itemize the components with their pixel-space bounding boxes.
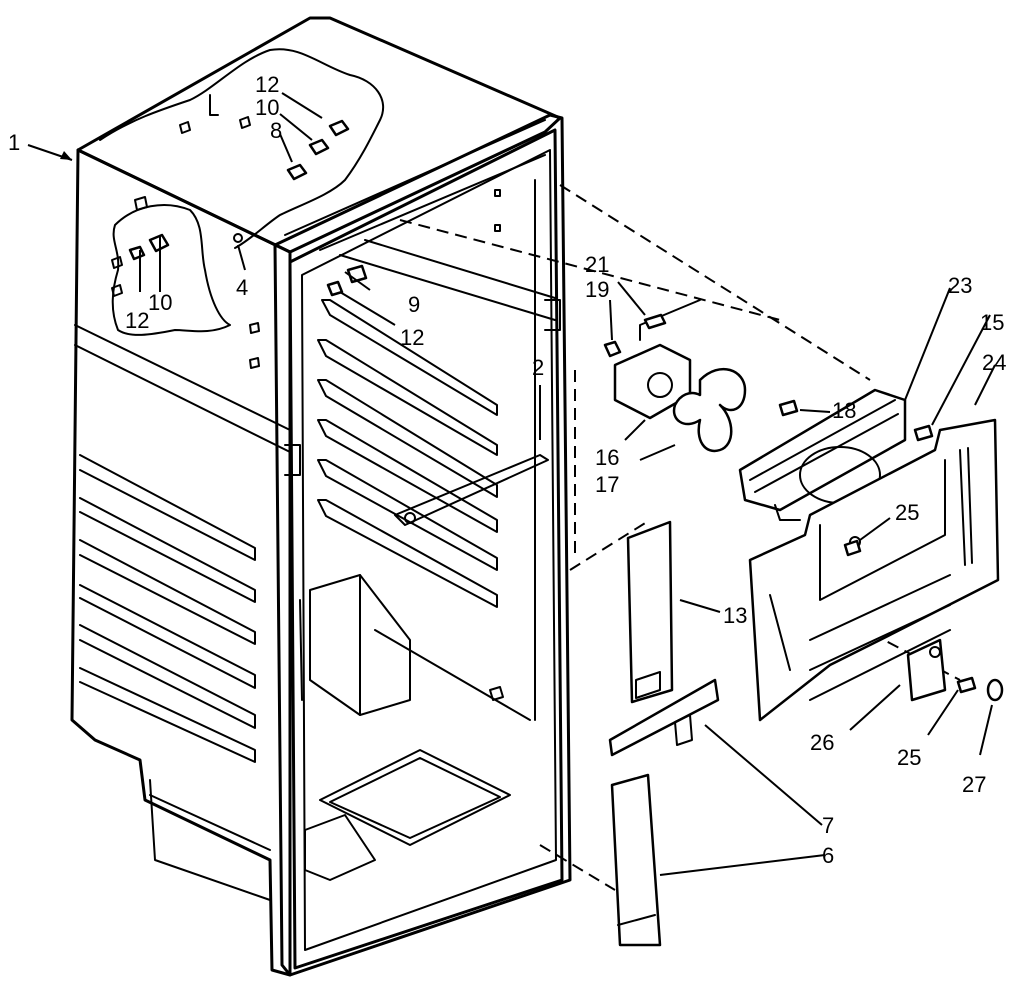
callout-labels: 1 12 10 8 10 12 4 9 12 2 21 19 16 17 18 … bbox=[8, 72, 1006, 868]
callout-13: 13 bbox=[723, 603, 747, 628]
refrigerator-cabinet bbox=[70, 16, 562, 977]
callout-4: 4 bbox=[236, 275, 248, 300]
callout-10-side: 10 bbox=[148, 290, 172, 315]
callout-21: 21 bbox=[585, 252, 609, 277]
callout-12-side: 12 bbox=[125, 308, 149, 333]
callout-26: 26 bbox=[810, 730, 834, 755]
leader-arrows bbox=[27, 92, 996, 876]
callout-25-upper: 25 bbox=[895, 500, 919, 525]
callout-19: 19 bbox=[585, 277, 609, 302]
callout-23: 23 bbox=[948, 273, 972, 298]
callout-1: 1 bbox=[8, 130, 20, 155]
callout-8: 8 bbox=[270, 118, 282, 143]
fan-shroud bbox=[738, 388, 907, 521]
callout-27: 27 bbox=[962, 772, 986, 797]
callout-2: 2 bbox=[532, 355, 544, 380]
callout-15: 15 bbox=[980, 310, 1004, 335]
callout-17: 17 bbox=[595, 472, 619, 497]
callout-9: 9 bbox=[408, 292, 420, 317]
callout-6: 6 bbox=[822, 843, 834, 868]
callout-24: 24 bbox=[982, 350, 1006, 375]
cabinet-liner bbox=[273, 113, 572, 977]
callout-16: 16 bbox=[595, 445, 619, 470]
callout-18: 18 bbox=[832, 398, 856, 423]
fan-motor-assembly bbox=[603, 299, 799, 453]
callout-7: 7 bbox=[822, 813, 834, 838]
fasteners bbox=[843, 424, 1004, 702]
callout-12-top: 12 bbox=[255, 72, 279, 97]
callout-25-lower: 25 bbox=[897, 745, 921, 770]
callout-12-inner: 12 bbox=[400, 325, 424, 350]
duct-panels bbox=[608, 520, 720, 947]
callout-10-top: 10 bbox=[255, 95, 279, 120]
